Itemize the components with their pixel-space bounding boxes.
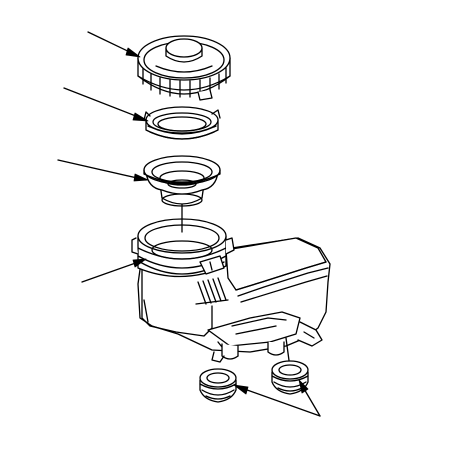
reservoir-cap (138, 36, 230, 100)
callout-arrowhead (133, 259, 146, 267)
callout-arrowhead (299, 380, 308, 393)
tank-mount-bracket (208, 312, 300, 346)
strainer-filter (144, 156, 220, 206)
callout-arrowhead (134, 174, 148, 181)
tank-side-ribs (196, 278, 228, 304)
callout-leader-seal-ring (64, 88, 146, 120)
callout-leader-grommet-left (236, 386, 320, 416)
cap-center-boss (166, 39, 202, 57)
grommet-seal-right (272, 361, 308, 394)
callout-arrowhead (126, 48, 140, 57)
callout-arrowhead (234, 385, 248, 394)
grommet-seal-left (200, 369, 236, 402)
callout-leaders (58, 32, 320, 416)
filter-flange-inner (152, 162, 212, 182)
cap-seal-ring (144, 107, 220, 139)
callout-arrowhead (133, 113, 148, 121)
callout-leader-filter (58, 160, 146, 180)
reservoir-tank (132, 219, 330, 362)
